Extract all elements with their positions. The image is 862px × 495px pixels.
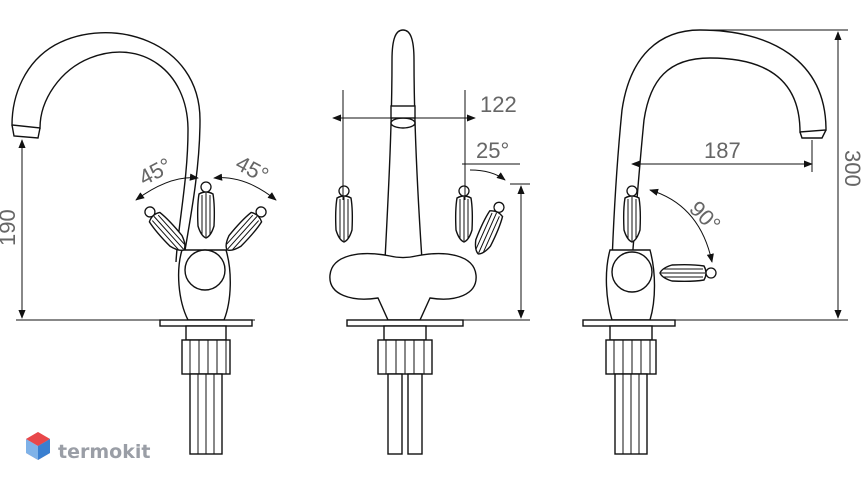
angle-front-label: 25°	[476, 138, 509, 163]
height-left-label: 190	[0, 209, 20, 246]
angle-left-label: 45°	[135, 153, 176, 191]
angle-right-label: 45°	[232, 150, 273, 188]
height-total-label: 300	[840, 150, 862, 187]
left-view: 190 45° 45°	[0, 32, 277, 455]
angle-side-label: 90°	[684, 196, 725, 237]
front-view: 122 25°	[329, 29, 530, 455]
reach-side-label: 187	[704, 138, 741, 163]
logo-text: termokit	[58, 441, 150, 463]
width-front-label: 122	[480, 92, 517, 117]
termokit-logo: termokit	[26, 432, 150, 463]
side-view: 187 90° 300	[582, 29, 862, 455]
